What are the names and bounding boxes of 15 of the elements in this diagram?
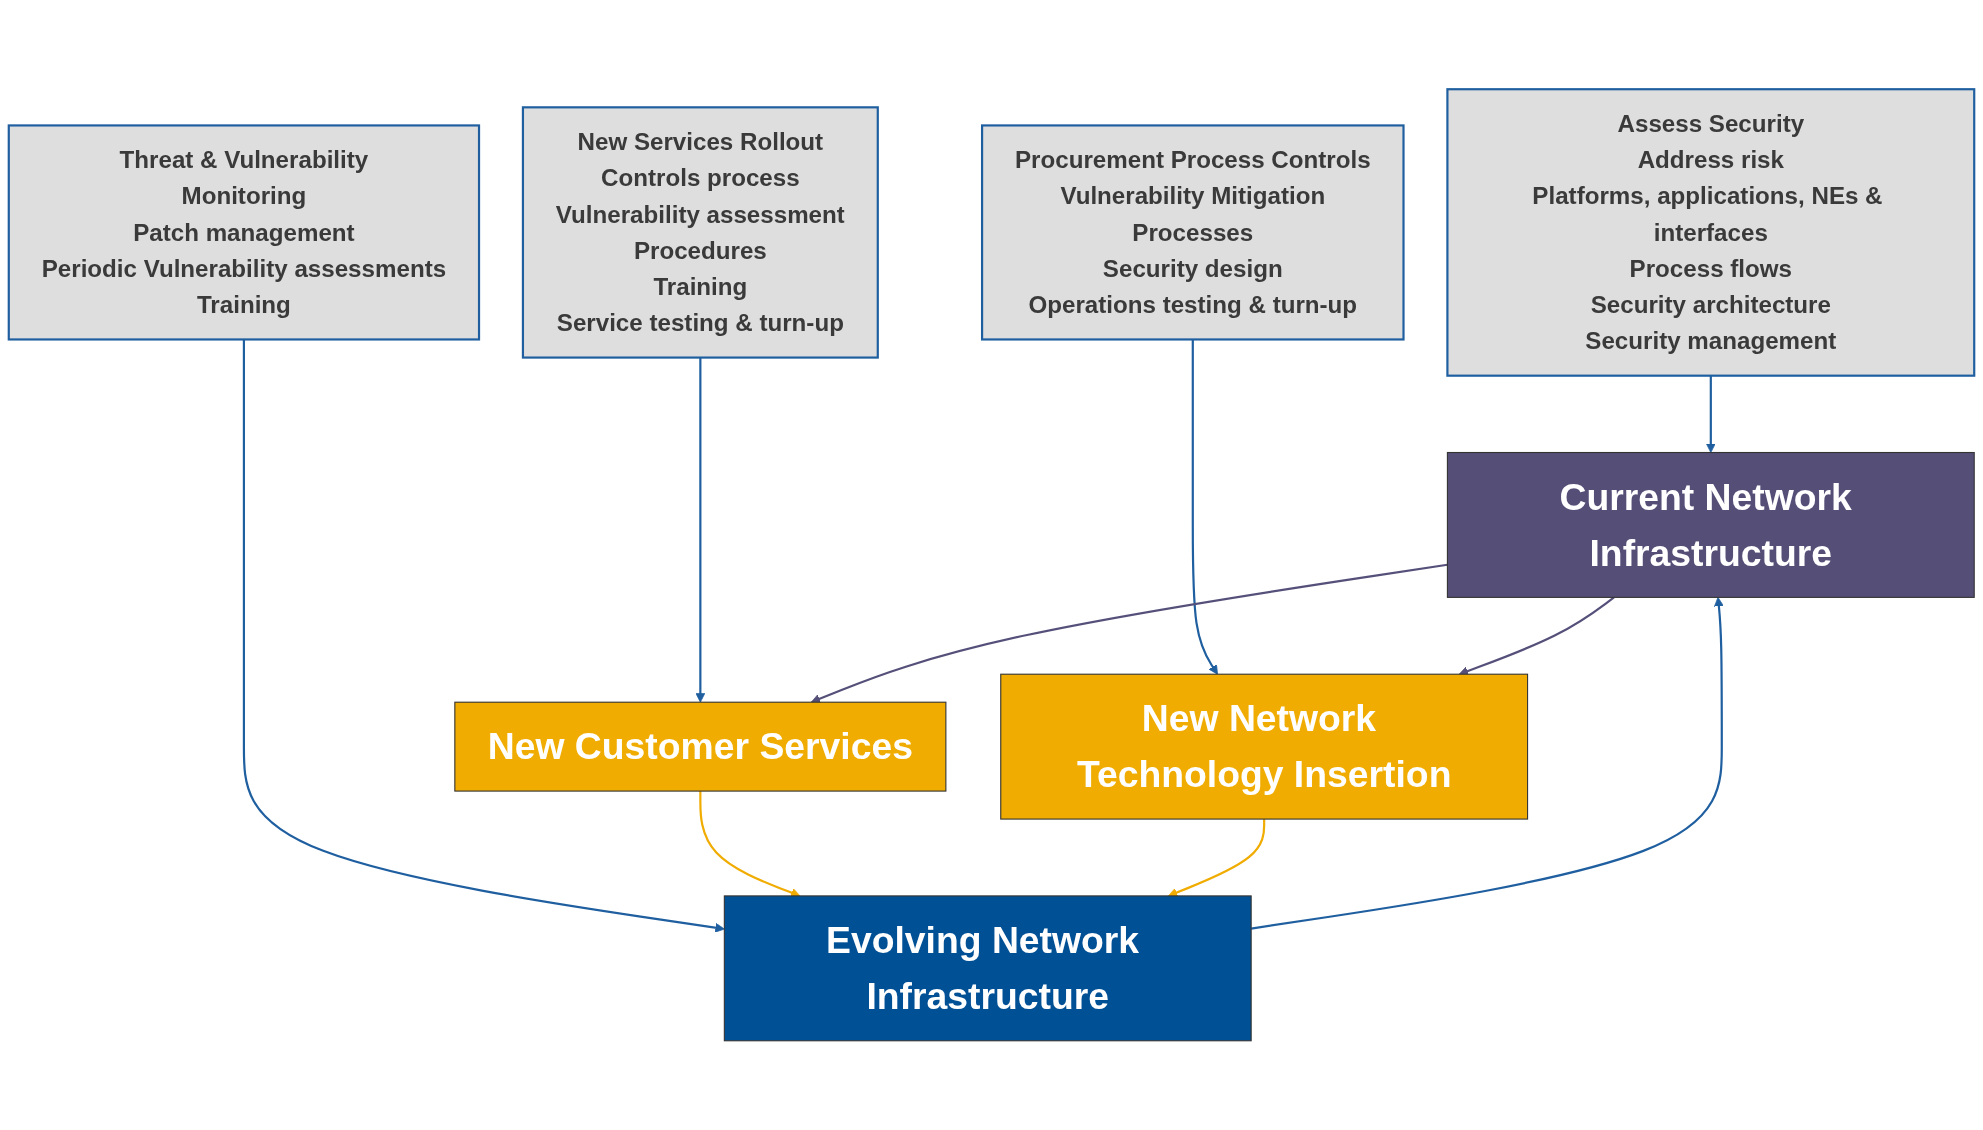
node-box: New Customer Services <box>454 701 947 792</box>
arrow <box>1251 596 1724 930</box>
arrow <box>1458 596 1615 676</box>
arrow <box>1191 339 1218 675</box>
arrow <box>242 339 725 933</box>
node-box: New Network Technology Insertion <box>1000 673 1529 820</box>
node-box: Current Network Infrastructure <box>1446 451 1975 598</box>
arrow <box>695 357 706 703</box>
node-box: Procurement Process Controls Vulnerability Mitigation Processes Security design Operations testing & turn-up <box>980 124 1405 341</box>
arrow <box>1706 375 1716 453</box>
node-box: New Services Rollout Controls process Vulnerability assessment Procedures Training Service testing & turn-up <box>521 106 879 359</box>
node-box: Assess Security Address risk Platforms, applications, NEs & interfaces Process flows Security architecture Security management <box>1446 88 1976 377</box>
node-box: Evolving Network Infrastructure <box>723 895 1252 1042</box>
arrow <box>810 563 1448 704</box>
node-box: Threat & Vulnerability Monitoring Patch management Periodic Vulnerability assessments Training <box>7 124 481 341</box>
